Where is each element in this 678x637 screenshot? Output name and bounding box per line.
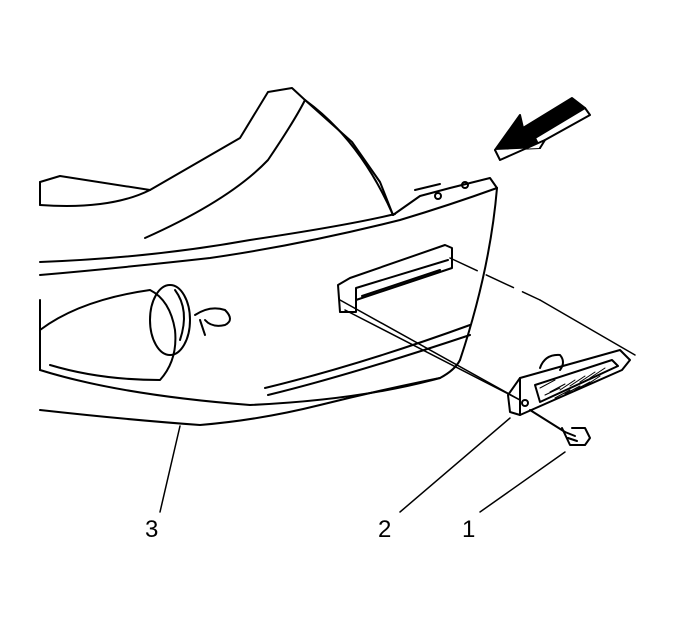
callout-2-label: 2 [378, 516, 392, 543]
callout-1-label: 1 [462, 516, 476, 543]
arrow-down-left-icon [494, 97, 591, 161]
bumper-fascia [39, 87, 498, 513]
screw [479, 409, 591, 513]
alignment-guides [339, 257, 636, 401]
side-marker-lamp [399, 349, 631, 513]
callout-3-label: 3 [145, 516, 159, 543]
